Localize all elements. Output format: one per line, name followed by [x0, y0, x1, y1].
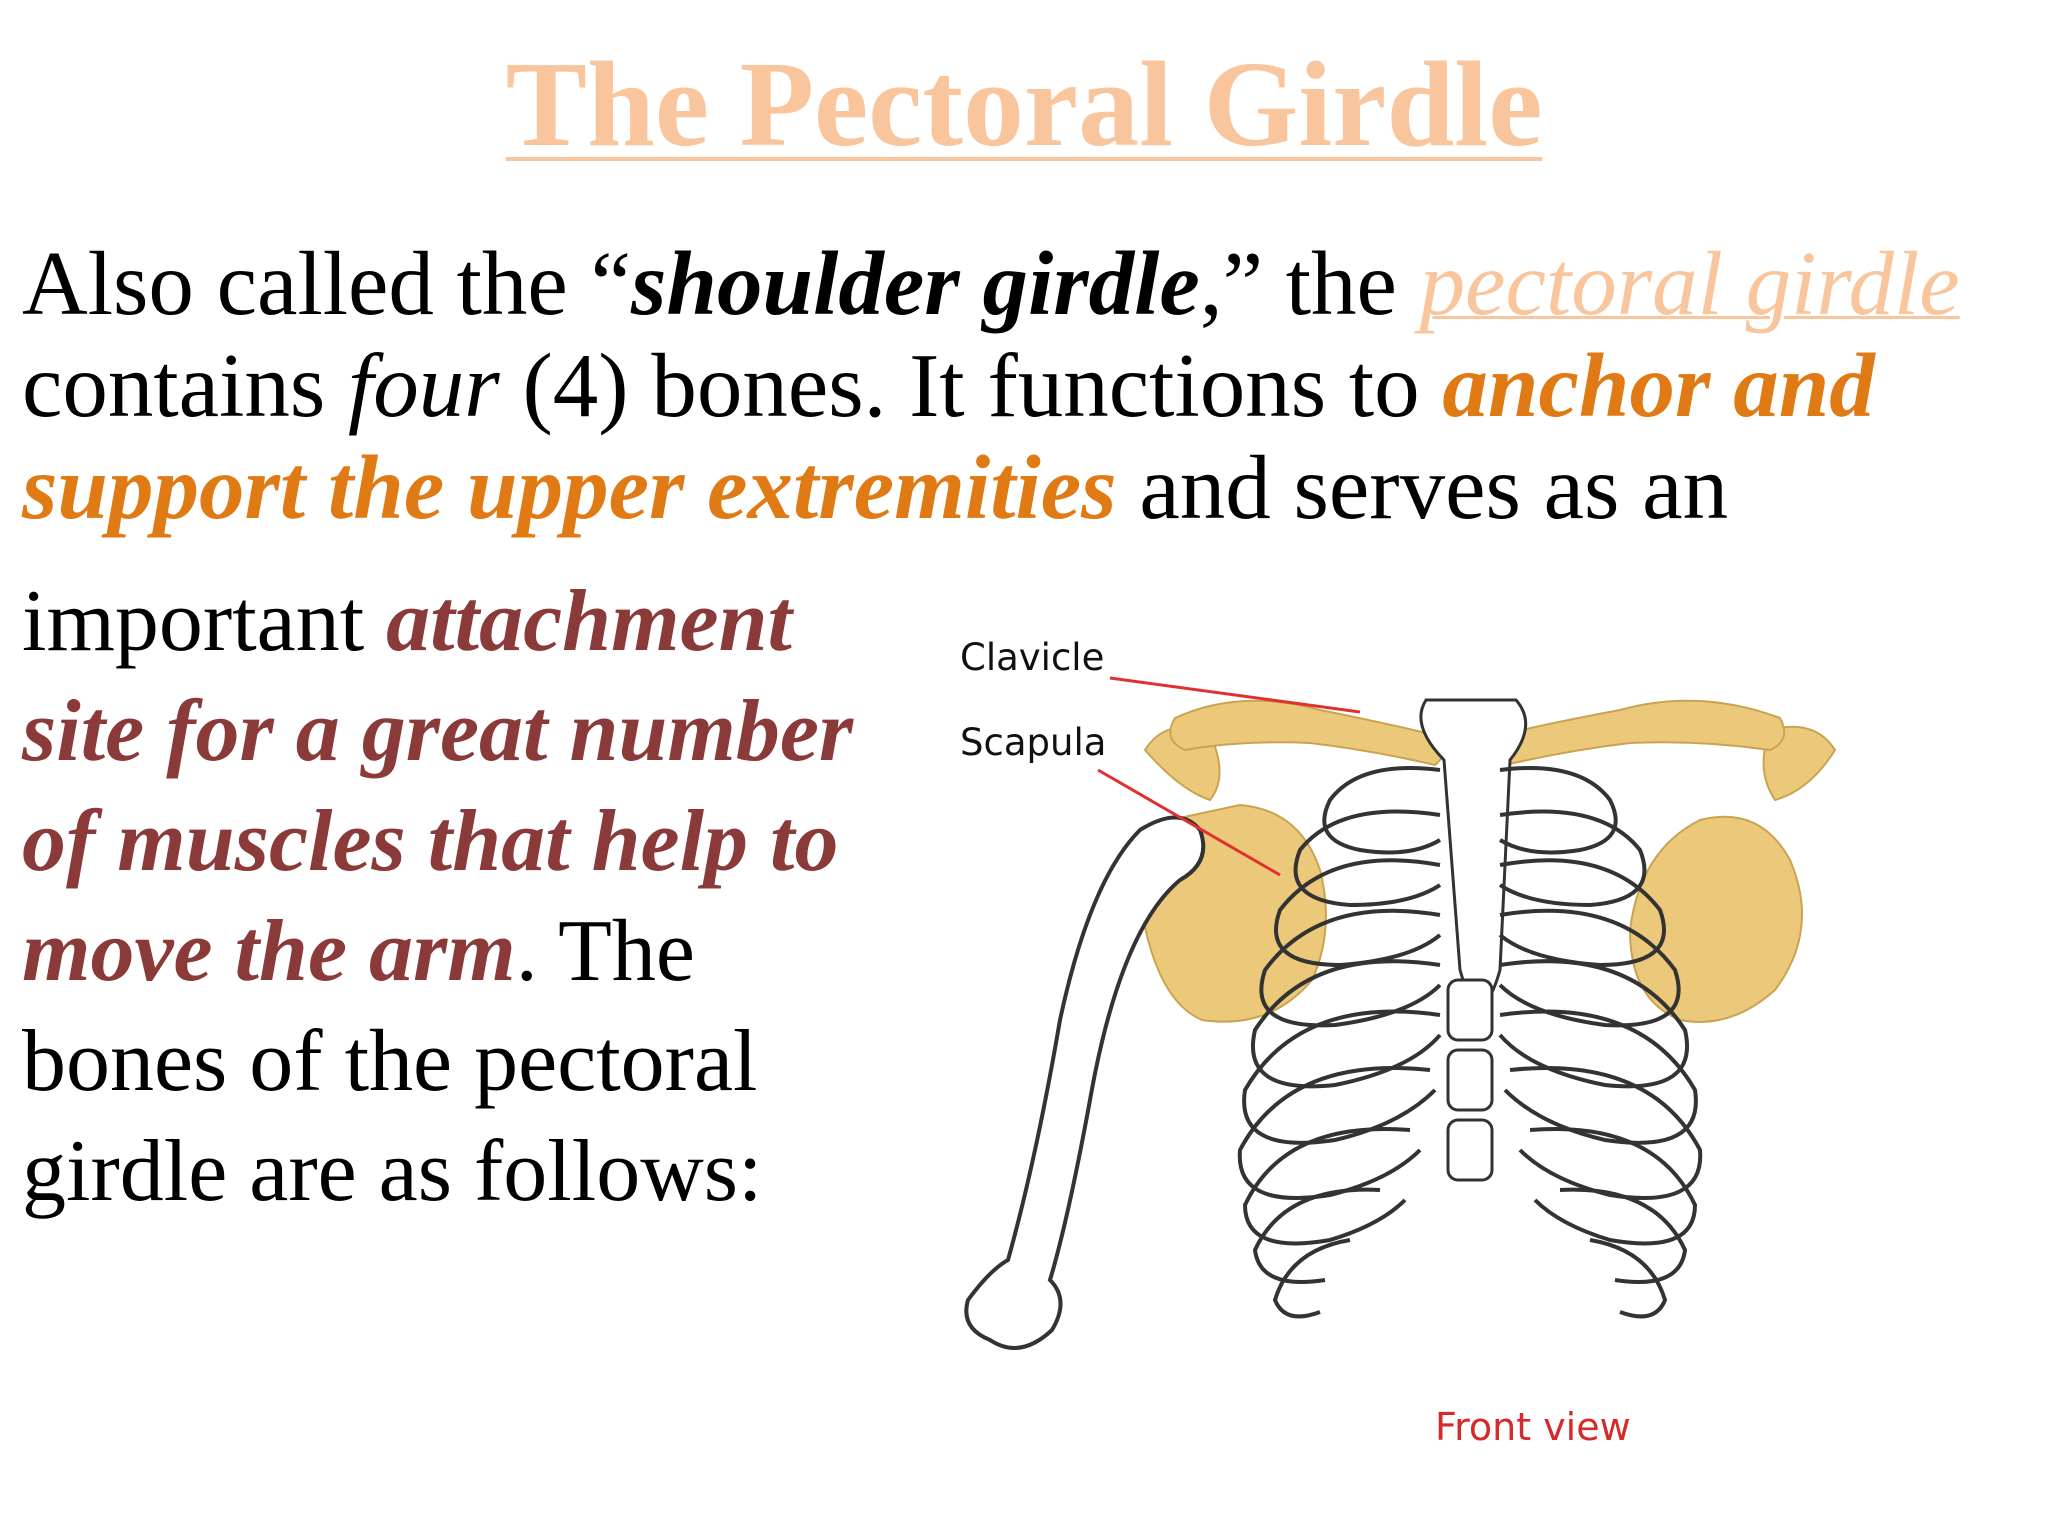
paragraph-line-6: of muscles that help to [22, 793, 839, 890]
text-fragment: contains [22, 335, 349, 436]
paragraph-line-3: support the upper extremities and serves… [22, 442, 1728, 533]
skeleton-diagram: Clavicle Scapula Front view [960, 636, 1837, 1449]
pointer-scapula [1097, 768, 1281, 877]
paragraph-line-7: move the arm. The [22, 908, 695, 996]
term-shoulder-girdle: shoulder girdle [630, 233, 1200, 334]
text-fragment: important [22, 573, 387, 670]
text-fragment: ,” the [1199, 233, 1420, 334]
label-scapula: Scapula [960, 721, 1106, 764]
text-fragment: (4) bones. It functions to [499, 335, 1443, 436]
link-pectoral-girdle[interactable]: pectoral girdle [1419, 233, 1960, 334]
paragraph-line-4: important attachment [22, 578, 792, 666]
emphasis-move-arm: move the arm [22, 903, 516, 1000]
sternum [1419, 698, 1528, 1007]
ribs-left [1237, 766, 1442, 1319]
emphasis-anchor: anchor and [1442, 335, 1875, 436]
emphasis-support: support the upper extremities [22, 437, 1117, 538]
emphasis-attachment: attachment [386, 573, 792, 670]
paragraph-line-5: site for a great number [22, 683, 854, 780]
humerus [964, 815, 1206, 1350]
label-clavicle: Clavicle [960, 636, 1104, 679]
paragraph-line-9: girdle are as follows: [22, 1123, 763, 1220]
text-fragment: . The [515, 903, 695, 1000]
spine [1446, 978, 1494, 1182]
diagram-caption: Front view [1435, 1405, 1631, 1449]
clavicle-left [1169, 699, 1446, 767]
paragraph-line-8: bones of the pectoral [22, 1013, 758, 1110]
paragraph-line-2: contains four (4) bones. It functions to… [22, 340, 1875, 431]
slide-title: The Pectoral Girdle [505, 37, 1543, 172]
pointer-clavicle [1109, 676, 1361, 714]
text-fragment: and serves as an [1116, 437, 1729, 538]
paragraph-line-1: Also called the “shoulder girdle,” the p… [22, 238, 1960, 329]
term-four: four [348, 335, 500, 436]
text-fragment: Also called the “ [22, 233, 631, 334]
ribs-right [1498, 766, 1703, 1319]
scapula-right [1628, 725, 1837, 1023]
clavicle-right [1492, 699, 1786, 767]
